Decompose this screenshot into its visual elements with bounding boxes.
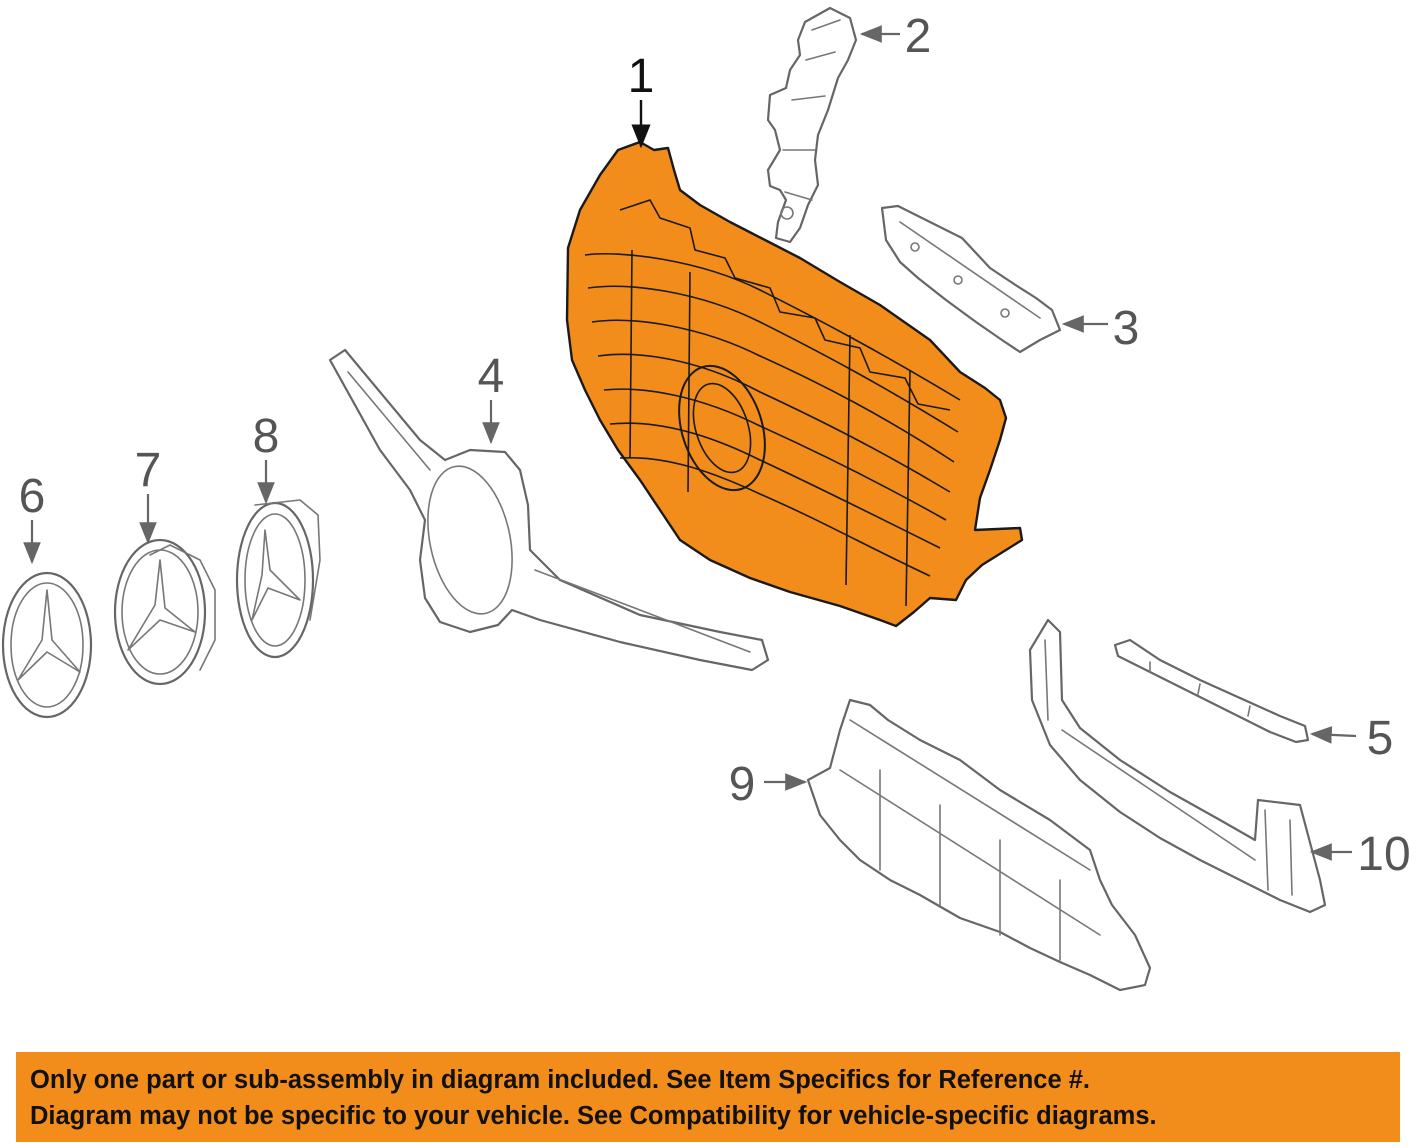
callout-10: 10 (1357, 828, 1410, 881)
callout-7: 7 (135, 444, 162, 497)
parts-diagram: 1 2 3 4 5 6 7 8 9 10 (1, 6, 1411, 992)
callout-8: 8 (253, 410, 280, 463)
part-10-bracket (1028, 618, 1327, 914)
disclaimer-banner: Only one part or sub-assembly in diagram… (16, 1052, 1400, 1142)
part-9-support (806, 698, 1152, 992)
callout-6: 6 (19, 470, 46, 523)
part-2-bracket (766, 6, 858, 244)
callout-2: 2 (905, 10, 932, 63)
callout-5: 5 (1367, 712, 1394, 765)
part-6-emblem (1, 571, 93, 719)
part-8-housing (235, 499, 321, 659)
callout-1: 1 (628, 50, 655, 103)
callout-9: 9 (729, 758, 756, 811)
callout-3: 3 (1113, 302, 1140, 355)
leader-lines (23, 25, 1357, 861)
disclaimer-line-1: Only one part or sub-assembly in diagram… (30, 1066, 1090, 1094)
part-4-trim-bar (328, 348, 770, 672)
callout-labels: 1 2 3 4 5 6 7 8 9 10 (19, 10, 1411, 881)
part-3-strip (880, 204, 1062, 354)
disclaimer-line-2: Diagram may not be specific to your vehi… (30, 1102, 1157, 1130)
part-7-star-base (113, 538, 216, 686)
callout-4: 4 (478, 350, 505, 403)
part-1-grille (565, 140, 1024, 628)
part-5-strip (1113, 638, 1310, 744)
